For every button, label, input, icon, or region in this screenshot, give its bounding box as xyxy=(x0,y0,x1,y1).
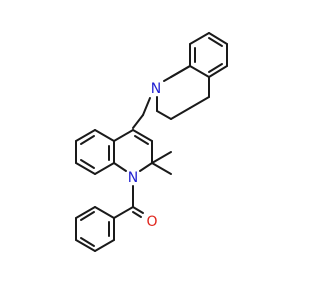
dihydroquinoline-fragment xyxy=(75,129,172,175)
atom-label-n-isoquinoline: N xyxy=(151,81,161,97)
molecule-canvas: N N O xyxy=(75,32,228,252)
benzoyl-fragment xyxy=(75,185,144,252)
bond xyxy=(208,32,228,45)
atom-label-n-quinoline: N xyxy=(128,170,138,186)
bond xyxy=(80,237,95,247)
bond xyxy=(113,206,134,219)
tetrahydroisoquinoline-fragment xyxy=(156,32,228,120)
bond xyxy=(113,129,134,142)
bond xyxy=(163,76,172,82)
bond xyxy=(208,63,223,73)
bond xyxy=(132,129,153,142)
bond xyxy=(80,159,95,169)
bond xyxy=(208,37,223,47)
atom-label-o-carbonyl: O xyxy=(146,214,157,230)
bond xyxy=(80,135,95,145)
bond xyxy=(80,211,95,221)
bond xyxy=(170,65,191,78)
bond xyxy=(139,162,153,172)
bond xyxy=(142,97,151,116)
bond xyxy=(94,206,115,219)
bond xyxy=(208,65,228,78)
bond xyxy=(189,32,210,45)
methylene-linker xyxy=(132,97,151,129)
bond xyxy=(170,107,191,120)
bond xyxy=(156,110,172,120)
bond xyxy=(75,206,96,219)
structure-drawing: N N O xyxy=(75,32,228,252)
bond xyxy=(94,162,115,175)
bond xyxy=(134,135,149,145)
bond xyxy=(75,162,96,175)
bond xyxy=(75,129,96,142)
bond xyxy=(132,211,142,218)
bond xyxy=(113,162,127,172)
bond xyxy=(151,162,172,175)
bond xyxy=(94,239,115,252)
bond xyxy=(151,151,172,164)
bond xyxy=(94,129,115,142)
bond xyxy=(189,65,210,78)
bond xyxy=(132,114,144,129)
bond xyxy=(132,206,144,214)
bond xyxy=(189,96,210,109)
bond xyxy=(75,239,96,252)
